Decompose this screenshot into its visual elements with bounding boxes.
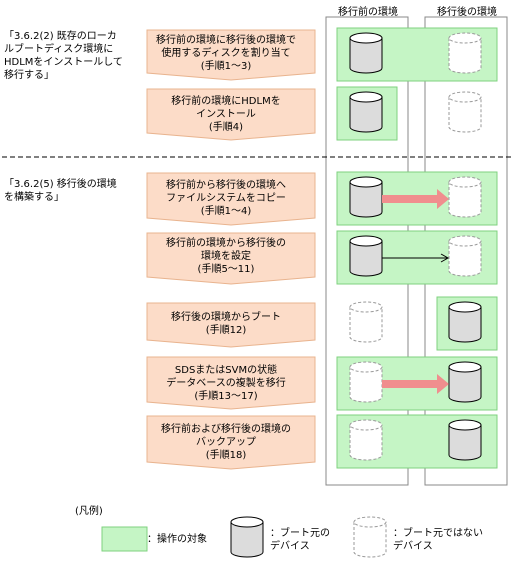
boot-disk-icon [448, 419, 482, 461]
nonboot-disk-icon [349, 301, 383, 343]
legend-nonboot-device-label: ：ブート元ではない デバイス [393, 528, 483, 552]
step-label: 移行前の環境にHDLMを インストール (手順4) [171, 96, 281, 133]
step-box [146, 29, 316, 81]
boot-disk-icon [448, 301, 482, 343]
nonboot-disk-icon [448, 91, 482, 133]
legend-nonboot-disk-icon [353, 516, 387, 558]
step-label: 移行前の環境に移行後の環境で 使用するディスクを割り当て (手順1～3) [156, 35, 296, 72]
boot-disk-icon [349, 176, 383, 218]
legend-operation-target-swatch [101, 526, 148, 552]
step-label: 移行前および移行後の環境の バックアップ (手順18) [161, 424, 291, 461]
legend-boot-disk-icon [230, 516, 264, 558]
boot-disk-icon [349, 91, 383, 133]
boot-disk-icon [349, 235, 383, 277]
nonboot-disk-icon [448, 32, 482, 74]
step-label: 移行前の環境から移行後の 環境を設定 (手順5～11) [166, 238, 286, 275]
step-label: SDSまたはSVMの状態 データベースの複製を移行 (手順13～17) [166, 365, 286, 402]
section-title-existing-env: 「3.6.2(2) 既存のローカ ルブートディスク環境に HDLMをインストール… [4, 31, 123, 81]
boot-disk-icon [448, 361, 482, 403]
boot-disk-icon [349, 32, 383, 74]
copy-arrow-icon [382, 374, 449, 394]
column-header-before: 移行前の環境 [338, 7, 398, 18]
nonboot-disk-icon [349, 361, 383, 403]
step-box [146, 232, 316, 285]
legend-heading: (凡例) [75, 506, 103, 517]
step-box [146, 415, 316, 470]
step-box [146, 172, 316, 226]
nonboot-disk-icon [448, 176, 482, 218]
nonboot-disk-icon [349, 419, 383, 461]
column-header-after: 移行後の環境 [437, 7, 497, 18]
copy-arrow-icon [382, 189, 449, 209]
step-label: 移行前から移行後の環境へ ファイルシステムをコピー (手順1～4) [166, 180, 286, 217]
legend-boot-device-label: ：ブート元の デバイス [270, 528, 330, 552]
step-box [146, 302, 316, 348]
legend-operation-target-label: ：操作の対象 [147, 534, 207, 545]
nonboot-disk-icon [448, 235, 482, 277]
section-title-build-env: 「3.6.2(5) 移行後の環境 を構築する」 [4, 179, 117, 203]
step-box [146, 88, 316, 141]
step-label: 移行後の環境からブート (手順12) [171, 312, 281, 336]
arrowhead-icon [440, 253, 450, 263]
step-box [146, 356, 316, 410]
